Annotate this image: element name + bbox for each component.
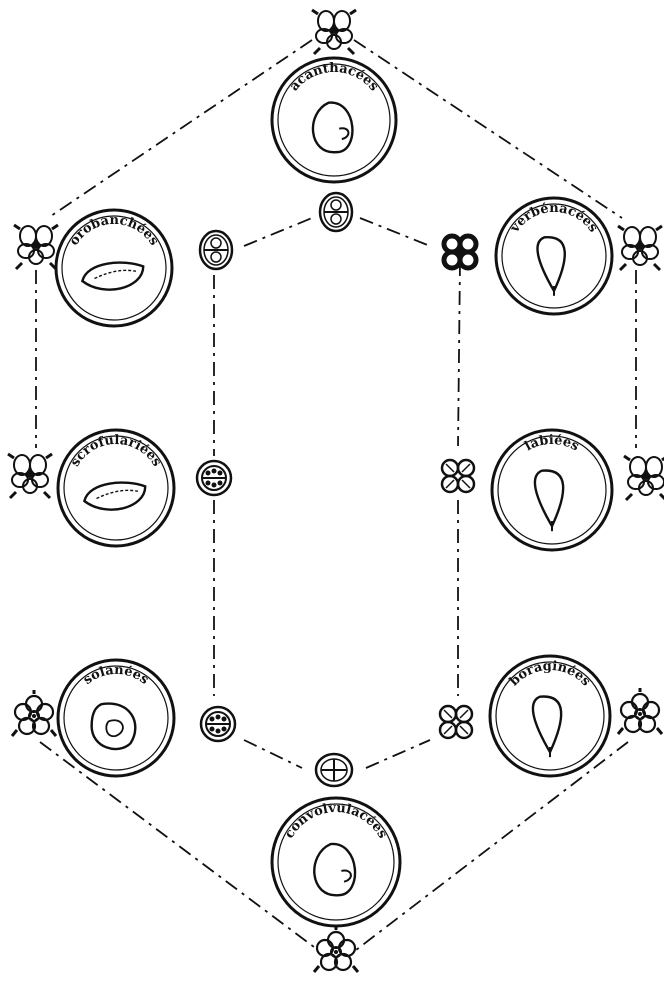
family-medallion-scrofularices: scrofulariées	[58, 430, 174, 546]
family-nodes: acanthacées orobanchées verbénacées scroful…	[56, 58, 612, 926]
family-label: orobanchées	[67, 213, 162, 248]
flower-top-icon	[312, 10, 356, 54]
seed-icon	[92, 704, 136, 749]
ovary-lower-left-icon	[201, 707, 235, 741]
flower-mid-left-icon	[8, 454, 52, 498]
seed-icon	[82, 263, 143, 290]
family-label: labiées	[522, 433, 581, 454]
medallion-outer-ring	[490, 656, 610, 776]
ovary-upper-right-icon	[444, 236, 476, 268]
ovary-mid-right-icon	[442, 460, 474, 492]
family-medallion-orobanchees: orobanchées	[56, 210, 172, 326]
flower-upper-left-icon	[14, 225, 58, 269]
family-label: convolvulacées	[282, 801, 390, 841]
flower-mid-right-icon	[624, 456, 664, 500]
ovary-lower-right-icon	[440, 706, 472, 738]
medallion-outer-ring	[272, 798, 400, 926]
flower-lower-right-icon	[618, 688, 662, 734]
family-label: scrofulariées	[68, 433, 164, 469]
seed-icon	[313, 103, 352, 153]
family-medallion-boraginees: boraginées	[490, 656, 610, 776]
medallion-inner-ring	[64, 666, 168, 770]
seed-icon	[535, 471, 563, 532]
flower-lower-left-icon	[12, 690, 56, 736]
ovary-top-icon	[320, 193, 352, 231]
family-medallion-acanthacees: acanthacées	[272, 58, 396, 182]
family-medallion-labiees: labiées	[492, 430, 612, 550]
ovary-upper-left-icon	[200, 231, 232, 269]
seed-icon	[533, 697, 561, 758]
seed-icon	[314, 844, 355, 895]
family-medallion-verbenacees: verbénacées	[496, 198, 612, 314]
family-medallion-solanees: solanées	[58, 660, 174, 776]
medallion-outer-ring	[492, 430, 612, 550]
medallion-outer-ring	[272, 58, 396, 182]
flower-bottom-icon	[314, 926, 358, 972]
flower-upper-right-icon	[618, 226, 662, 270]
ovary-mid-left-icon	[197, 461, 231, 495]
ovary-bottom-icon	[316, 754, 352, 786]
family-medallion-convolvulacees: convolvulacées	[272, 798, 400, 926]
inner-connectors	[214, 218, 460, 768]
seed-icon	[537, 237, 564, 296]
seed-icon	[84, 483, 145, 510]
